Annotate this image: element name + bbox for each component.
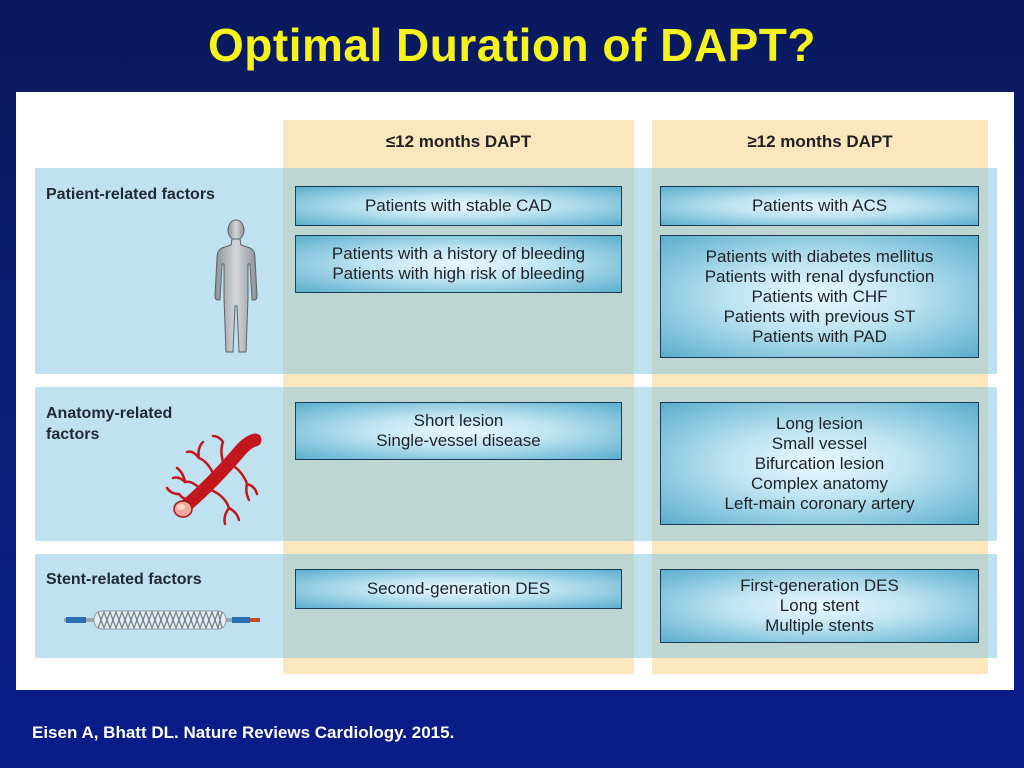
high-risk-patients-box: Patients with diabetes mellitus Patients… [660,235,979,358]
box-text: Second-generation DES [366,579,551,598]
column-header-long: ≥12 months DAPT [747,132,893,151]
short-lesion-box: Short lesion Single-vessel disease [295,402,622,460]
box-text: Long stent [779,596,860,615]
stable-cad-box: Patients with stable CAD [295,186,622,226]
box-text: Multiple stents [765,616,874,635]
box-text: Patients with diabetes mellitus [705,246,934,266]
anatomy-factors-label: Anatomy-related factors [46,403,172,445]
second-gen-des-box: Second-generation DES [295,569,622,609]
box-text: Patients with CHF [751,286,888,306]
complex-anatomy-box: Long lesion Small vessel Bifurcation les… [660,402,979,525]
slide-title: Optimal Duration of DAPT? [208,19,816,71]
box-text: Patients with a history of bleeding [331,244,586,263]
box-text: Patients with stable CAD [364,196,553,215]
box-text: Left-main coronary artery [724,493,915,513]
bleeding-risk-box: Patients with a history of bleeding Pati… [295,235,622,293]
box-text: Patients with high risk of bleeding [332,264,585,283]
figure-panel: ≤12 months DAPT ≥12 months DAPT Patient-… [16,92,1014,690]
box-text: Patients with renal dysfunction [704,266,935,286]
box-text: Patients with PAD [752,326,887,346]
acs-box: Patients with ACS [660,186,979,226]
box-text: Complex anatomy [750,473,888,493]
anatomy-label-line1: Anatomy-related [46,405,173,422]
box-text: Patients with previous ST [723,306,916,326]
coronary-artery-icon [159,432,263,527]
column-header-short: ≤12 months DAPT [385,132,532,151]
box-text: Bifurcation lesion [754,453,885,473]
anatomy-label-line2: factors [46,426,100,443]
box-text: Short lesion [413,411,504,430]
human-figure-icon [212,218,260,356]
box-text: Long lesion [776,413,863,433]
first-gen-des-box: First-generation DES Long stent Multiple… [660,569,979,643]
box-text: Patients with ACS [751,196,888,215]
box-text: First-generation DES [740,576,899,595]
stent-factors-label: Stent-related factors [46,571,202,588]
patient-factors-label: Patient-related factors [46,186,215,203]
box-text: Single-vessel disease [376,431,541,450]
box-text: Small vessel [771,433,868,453]
citation: Eisen A, Bhatt DL. Nature Reviews Cardio… [32,723,455,742]
stent-icon [64,608,260,632]
